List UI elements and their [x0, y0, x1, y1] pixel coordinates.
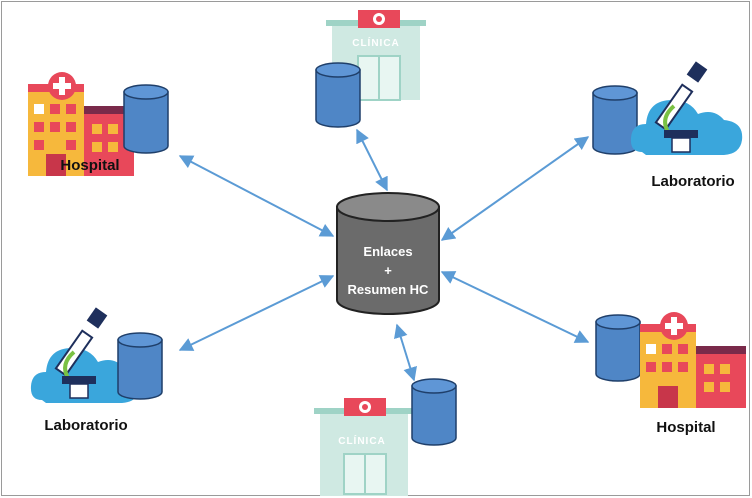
arrow-clinic-top	[356, 128, 388, 192]
clinic-top-node: CLÍNICA	[315, 10, 426, 128]
database-icon	[592, 85, 638, 155]
hub-line-2: +	[384, 263, 392, 278]
clinic-icon: CLÍNICA	[314, 398, 414, 496]
lab-top-right-node: Laboratorio	[592, 61, 743, 190]
database-icon	[117, 332, 163, 400]
hospital-icon	[640, 312, 746, 408]
arrow-clinic-bottom	[394, 323, 417, 382]
hub-line-3: Resumen HC	[348, 282, 430, 297]
hospital-bottom-right-node: Hospital	[595, 312, 746, 436]
database-icon	[123, 84, 169, 154]
arrow-hospital-bottom-right	[440, 271, 590, 343]
laboratory-microscope-icon	[630, 61, 743, 155]
clinic-bottom-sign: CLÍNICA	[338, 434, 386, 447]
hospital-top-left-node: Hospital	[28, 72, 169, 176]
lab-bottom-left-node: Laboratorio	[30, 307, 163, 434]
arrow-lab-bottom-left	[178, 275, 335, 351]
database-icon	[595, 314, 641, 382]
arrow-lab-top-right	[440, 136, 590, 241]
laboratory-microscope-icon	[30, 307, 141, 403]
arrow-hospital-top-left	[178, 155, 335, 237]
connection-arrows	[178, 128, 590, 382]
hospital-top-left-label: Hospital	[60, 157, 119, 174]
database-icon	[411, 378, 457, 446]
lab-bottom-left-label: Laboratorio	[44, 417, 127, 434]
lab-top-right-label: Laboratorio	[651, 173, 734, 190]
clinic-bottom-node: CLÍNICA	[314, 378, 457, 496]
hub-database: Enlaces + Resumen HC	[336, 192, 440, 315]
clinic-top-sign: CLÍNICA	[352, 36, 400, 49]
hospital-bottom-right-label: Hospital	[656, 419, 715, 436]
database-icon	[315, 62, 361, 128]
hub-line-1: Enlaces	[363, 244, 412, 259]
